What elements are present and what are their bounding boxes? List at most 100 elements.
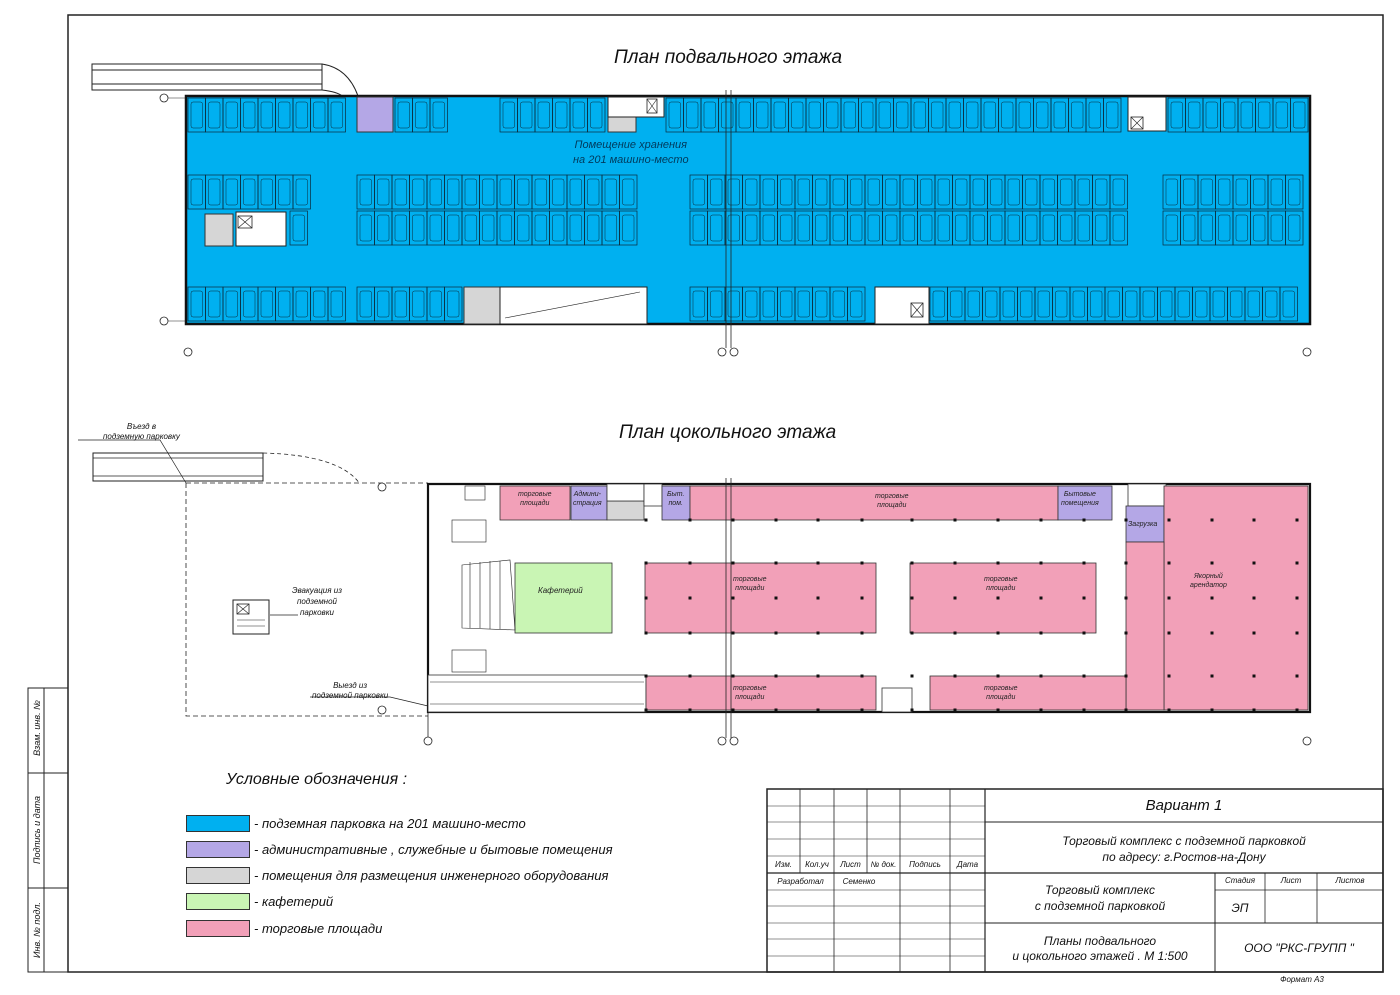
utility-label-line2: пом. [668,500,683,507]
structural-column [816,596,820,600]
tb-object-line2: с подземной парковкой [1034,899,1166,913]
structural-column [860,708,864,712]
car-outline [295,101,308,129]
parking-stall [1285,174,1304,210]
tb-sheets-header: Листов [1335,876,1365,885]
legend-swatch-cafe [186,892,250,910]
car-outline [397,101,410,129]
utility-label: Быт.пом. [667,490,684,508]
parking-stall [292,174,311,210]
legend-item-retail: - торговые площади [186,919,382,937]
car-outline [937,214,950,242]
structural-column [1295,631,1299,635]
parking-stall [289,210,308,246]
car-outline [1270,214,1283,242]
car-outline [780,214,793,242]
basement-ramp [91,63,359,97]
car-outline [756,101,769,129]
basement-stair-core-3 [1127,96,1167,132]
car-outline [295,290,308,318]
car-outline [1253,214,1266,242]
ground-axis-bubbles [377,482,1312,746]
structural-column [910,596,914,600]
car-outline [260,101,273,129]
car-outline [1055,290,1068,318]
ground-plan [78,439,1312,746]
structural-column [996,561,1000,565]
parking-area [184,94,1312,326]
tb-col-izm: Изм. [774,860,793,869]
structural-column [1167,674,1171,678]
car-outline [1060,178,1073,206]
structural-column [1210,596,1214,600]
car-outline [517,214,530,242]
car-outline [972,214,985,242]
car-outline [569,214,582,242]
car-outline [604,178,617,206]
car-outline [377,178,390,206]
retail-mid-2 [909,562,1097,634]
stair-south [881,687,913,713]
car-outline [931,101,944,129]
car-outline [208,290,221,318]
utility2-label-line1: Бытовые [1063,491,1096,498]
car-outline [832,290,845,318]
car-outline [878,101,891,129]
car-outline [762,178,775,206]
car-outline [727,214,740,242]
structural-column [910,631,914,635]
tb-col-podp: Подпись [909,860,941,869]
structural-column [1252,518,1256,522]
tb-project: Торговый комплекс с подземной парковкой … [985,833,1383,865]
car-outline [692,290,705,318]
structural-column [1167,708,1171,712]
car-outline [937,178,950,206]
car-outline [955,178,968,206]
structural-column [910,708,914,712]
car-outline [1090,290,1103,318]
parking-stall [429,97,448,133]
car-outline [1112,214,1125,242]
exit-label: Выезд из подземной парковки [312,681,388,701]
admin-room [570,485,608,521]
legend-swatch-admin [186,840,250,858]
structural-column [1082,674,1086,678]
legend-item-parking: - подземная парковка на 201 машино-место [186,814,526,832]
structural-column [996,708,1000,712]
car-outline [745,214,758,242]
car-outline [1077,178,1090,206]
entry-label-line1: Въезд в [126,422,156,431]
structural-column [1210,674,1214,678]
tb-object: Торговый комплекс с подземной парковкой [985,882,1215,914]
structural-column [1039,708,1043,712]
car-outline [867,178,880,206]
tb-object-line1: Торговый комплекс [1045,883,1155,897]
car-outline [394,178,407,206]
parking-stall [1290,97,1309,133]
car-outline [1177,290,1190,318]
admin-label-line1: Админи- [573,491,601,498]
utility-small [661,485,691,521]
car-outline [710,214,723,242]
car-outline [499,214,512,242]
car-outline [1258,101,1271,129]
car-outline [983,101,996,129]
car-outline [482,178,495,206]
basement-stair-core-4 [874,286,930,325]
car-outline [1020,290,1033,318]
structural-column [731,596,735,600]
car-outline [1218,214,1231,242]
car-outline [1095,214,1108,242]
stair-north-3 [1127,483,1167,507]
car-outline [587,178,600,206]
structural-column [1039,561,1043,565]
car-outline [850,214,863,242]
structural-column [953,674,957,678]
car-outline [295,178,308,206]
exit-ramp [427,674,647,713]
car-outline [773,101,786,129]
legend-swatch-parking [186,814,250,832]
car-outline [762,214,775,242]
evacuation-label-line1: Эвакуация из [292,586,342,595]
